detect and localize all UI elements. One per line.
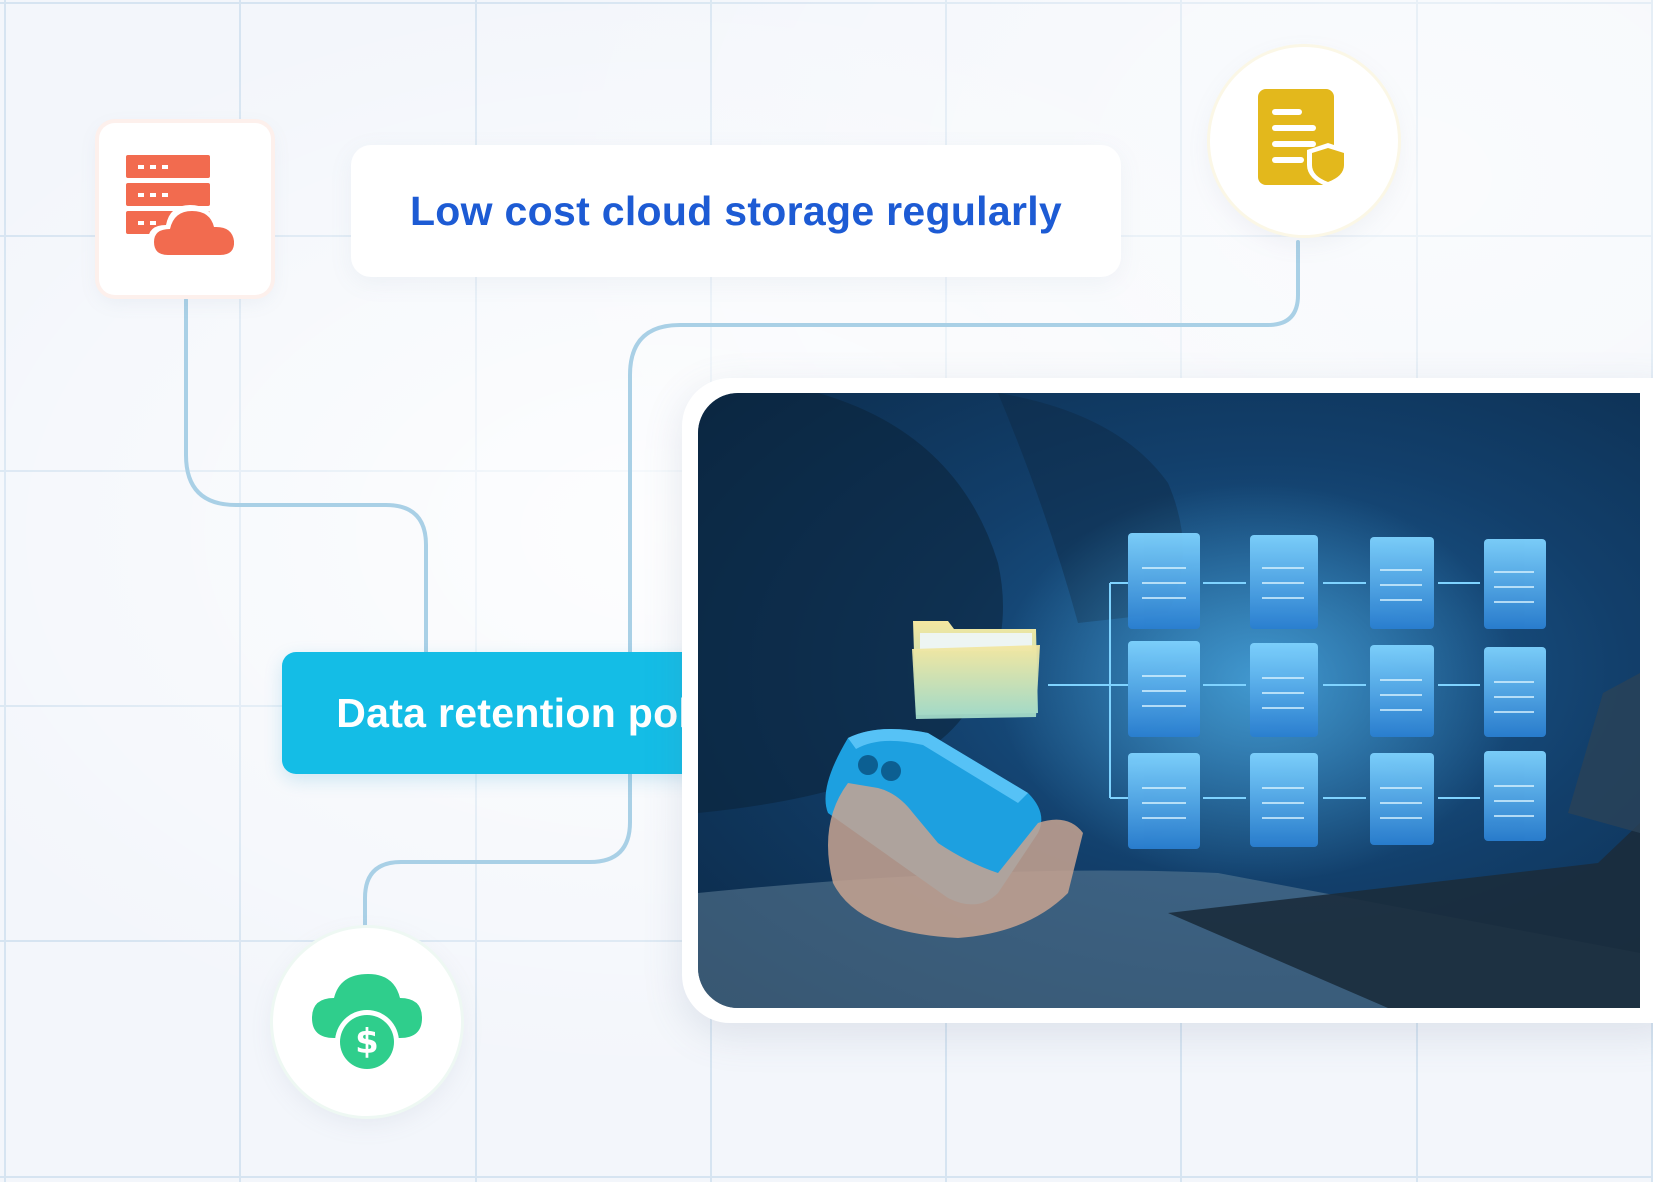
- secure-document-badge: [1210, 47, 1398, 235]
- connector-server-to-policy: [184, 298, 428, 654]
- hero-photo: [698, 393, 1640, 1008]
- server-cloud-card: [99, 123, 271, 295]
- photo-frame: [682, 378, 1653, 1023]
- server-cloud-icon: [126, 154, 244, 264]
- secure-document-icon: [1258, 88, 1350, 194]
- currency-symbol: $: [355, 1022, 379, 1062]
- storage-title-card: Low cost cloud storage regularly: [351, 145, 1121, 277]
- cloud-money-icon: $: [312, 970, 422, 1074]
- storage-title: Low cost cloud storage regularly: [409, 187, 1063, 234]
- connector-document-to-policy: [628, 240, 1300, 654]
- cloud-money-badge: $: [273, 928, 461, 1116]
- connector-policy-to-money: [363, 772, 632, 930]
